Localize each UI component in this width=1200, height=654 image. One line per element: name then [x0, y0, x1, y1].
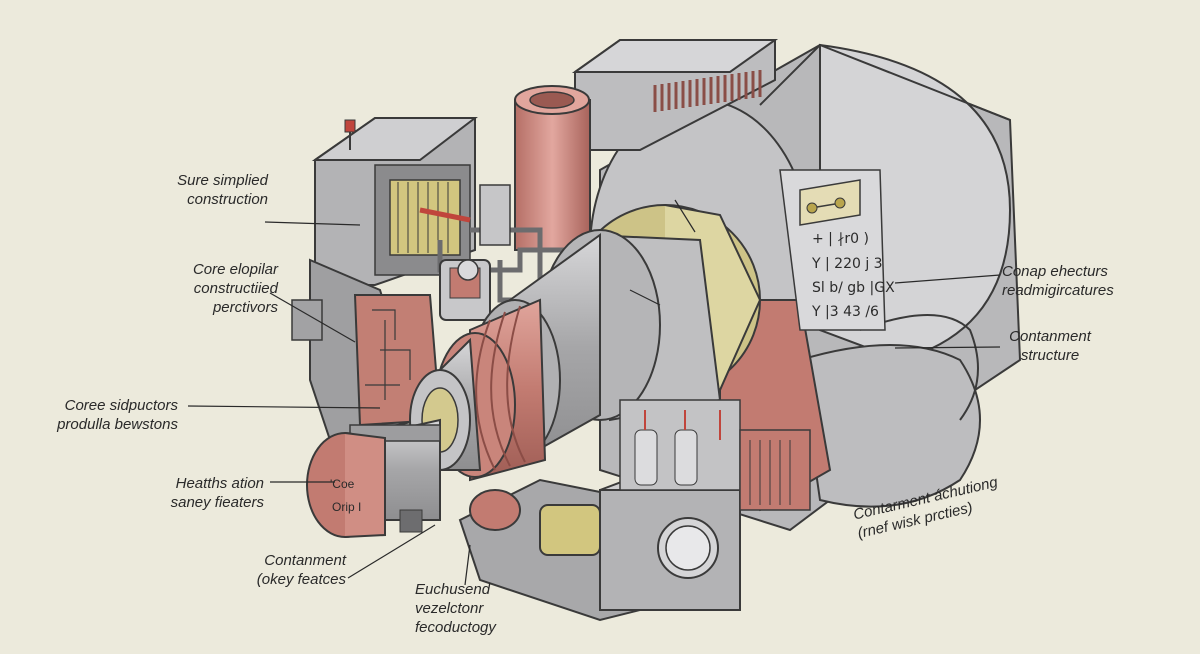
label-line: Euchusend	[415, 581, 491, 598]
label-line: readmigircatures	[1002, 282, 1114, 299]
label-line: Core elopilar	[192, 261, 278, 278]
label-line: vezelctonr	[415, 600, 484, 617]
label-line: perctivors	[212, 299, 278, 316]
small-motor	[439, 259, 491, 321]
label-contanment-structure: Contanment structure	[995, 327, 1105, 365]
panel-row-2: Y | 220 j 3	[811, 256, 883, 272]
label-core-elopilar: Core elopilar constructiied perctivors	[120, 260, 278, 317]
left-upper-box	[311, 117, 478, 286]
cap-label-1: 'Coe	[330, 477, 355, 491]
label-line: construction	[187, 191, 268, 208]
top-radiator-box	[571, 39, 779, 151]
label-euchusend: Euchusend vezelctonr fecoductogy	[415, 580, 555, 637]
label-heatths-ation: Heatths ation saney fieaters	[120, 474, 264, 512]
label-line: constructiied	[193, 280, 278, 297]
label-line: Heatths ation	[175, 475, 264, 492]
label-line: saney fieaters	[170, 494, 264, 511]
panel-row-4: Y |3 43 /6	[811, 304, 879, 320]
panel-row-3: Sl b/ gb |GX	[812, 280, 895, 296]
label-conap-ehecturs: Conap ehecturs readmigircatures	[1002, 262, 1152, 300]
vertical-copper-tube	[514, 85, 591, 251]
terminal-block	[399, 509, 423, 533]
label-coree-sidpuctors: Coree sidpuctors produlla bewstons	[20, 396, 178, 434]
label-line: Sure simplied	[177, 172, 268, 189]
label-line: Coree sidpuctors	[64, 397, 178, 414]
panel-row-1: + | ∤r0 )	[812, 231, 869, 247]
readout-panel: + | ∤r0 ) Y | 220 j 3 Sl b/ gb |GX Y |3 …	[779, 169, 895, 331]
label-line: structure	[1020, 347, 1080, 364]
label-contanment-left: Contanment (okey featces	[200, 551, 346, 589]
core-cylinder-stack	[349, 229, 722, 521]
control-cabinet	[479, 184, 511, 246]
leader-lines	[187, 199, 1001, 586]
lower-right-switchgear	[619, 399, 811, 511]
label-line: (okey featces	[256, 571, 346, 588]
label-line: Contanment	[1009, 328, 1091, 345]
left-lower-housing	[291, 258, 442, 442]
label-sure-simplied-construction: Sure simplied construction	[120, 171, 268, 209]
label-line: Contanment	[264, 552, 346, 569]
red-lever	[419, 207, 471, 223]
label-line: Conap ehecturs	[1002, 263, 1108, 280]
label-line: fecoductogy	[415, 619, 496, 636]
front-copper-cap: 'Coe Orip I	[306, 432, 386, 538]
cap-label-2: Orip I	[332, 500, 361, 514]
label-line: produlla bewstons	[57, 416, 178, 433]
